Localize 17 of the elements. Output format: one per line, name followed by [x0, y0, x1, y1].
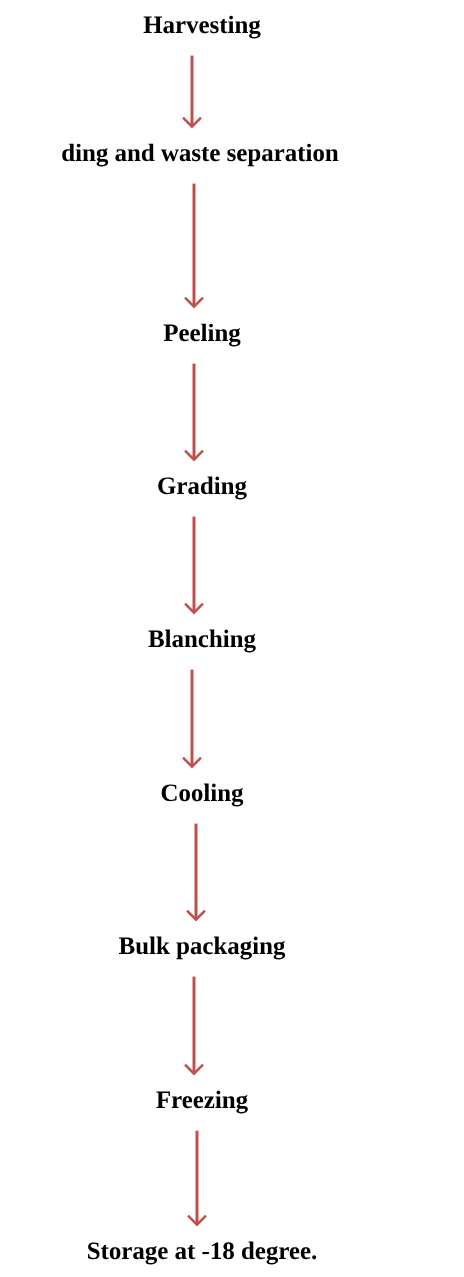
step-label: Blanching: [148, 629, 256, 653]
arrow: [187, 1130, 207, 1227]
step-label: Grading: [158, 476, 247, 500]
step-label: Harvesting: [143, 15, 261, 39]
arrow: [184, 183, 204, 309]
step-label: Cooling: [161, 783, 244, 807]
step-label: Freezing: [156, 1090, 248, 1114]
arrow: [184, 516, 204, 615]
step-label: Peeling: [163, 323, 241, 347]
arrow: [184, 363, 204, 462]
arrow: [184, 976, 204, 1076]
arrow: [186, 823, 206, 922]
step-label: ding and waste separation: [62, 143, 339, 167]
arrow: [182, 669, 202, 769]
arrow: [182, 55, 202, 129]
step-label: Storage at -18 degree.: [88, 1241, 317, 1265]
step-label: Bulk packaging: [119, 936, 286, 960]
